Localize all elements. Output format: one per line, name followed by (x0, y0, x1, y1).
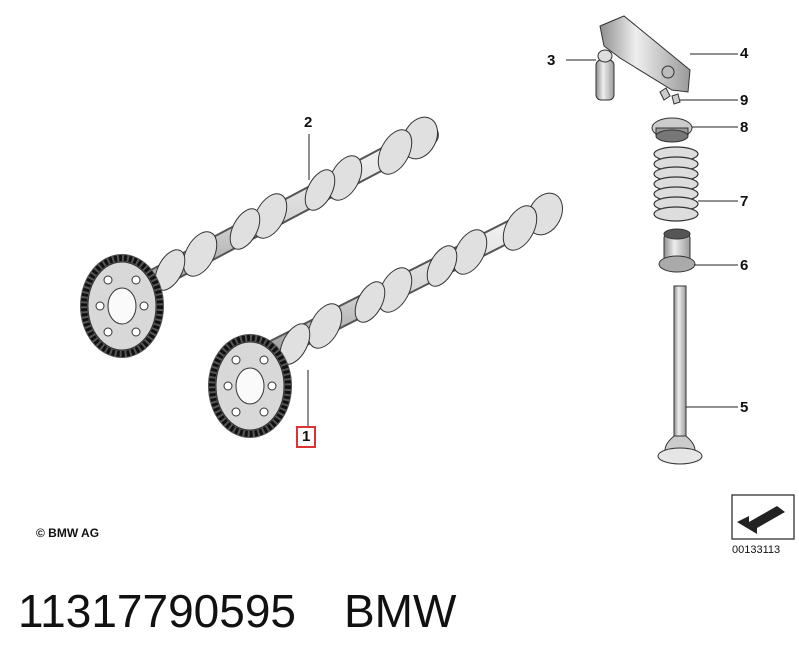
camshaft-1-gear (208, 334, 292, 438)
valve-stem-seal-part (658, 228, 696, 273)
callout-3: 3 (547, 52, 556, 69)
callout-4: 4 (740, 45, 749, 62)
valve-part (657, 285, 703, 465)
callout-1-highlighted[interactable]: 1 (296, 426, 317, 448)
rocker-arm-part (599, 15, 691, 93)
callout-5: 5 (740, 399, 749, 416)
callout-8: 8 (740, 119, 749, 136)
camshaft-2 (114, 116, 439, 306)
part-number: 11317790595 (18, 585, 296, 637)
copyright-text: © BMW AG (36, 526, 100, 540)
brand-name: BMW (344, 585, 457, 637)
spring-retainer-part (651, 117, 693, 143)
hydraulic-lifter-part (595, 49, 615, 101)
callout-6: 6 (740, 257, 749, 274)
valve-keepers-part (659, 87, 681, 105)
callout-2: 2 (304, 114, 313, 131)
callout-7: 7 (740, 193, 749, 210)
footer: 11317790595 BMW (18, 584, 456, 638)
camshaft-2-gear (80, 254, 164, 358)
diagram-document-number: 00133113 (732, 544, 781, 556)
camshaft-1 (244, 192, 564, 371)
parts-diagram (80, 15, 738, 465)
callout-9: 9 (740, 92, 749, 109)
orientation-arrow-icon (731, 494, 795, 540)
leader-lines (307, 53, 738, 426)
valve-spring-part (653, 146, 699, 222)
